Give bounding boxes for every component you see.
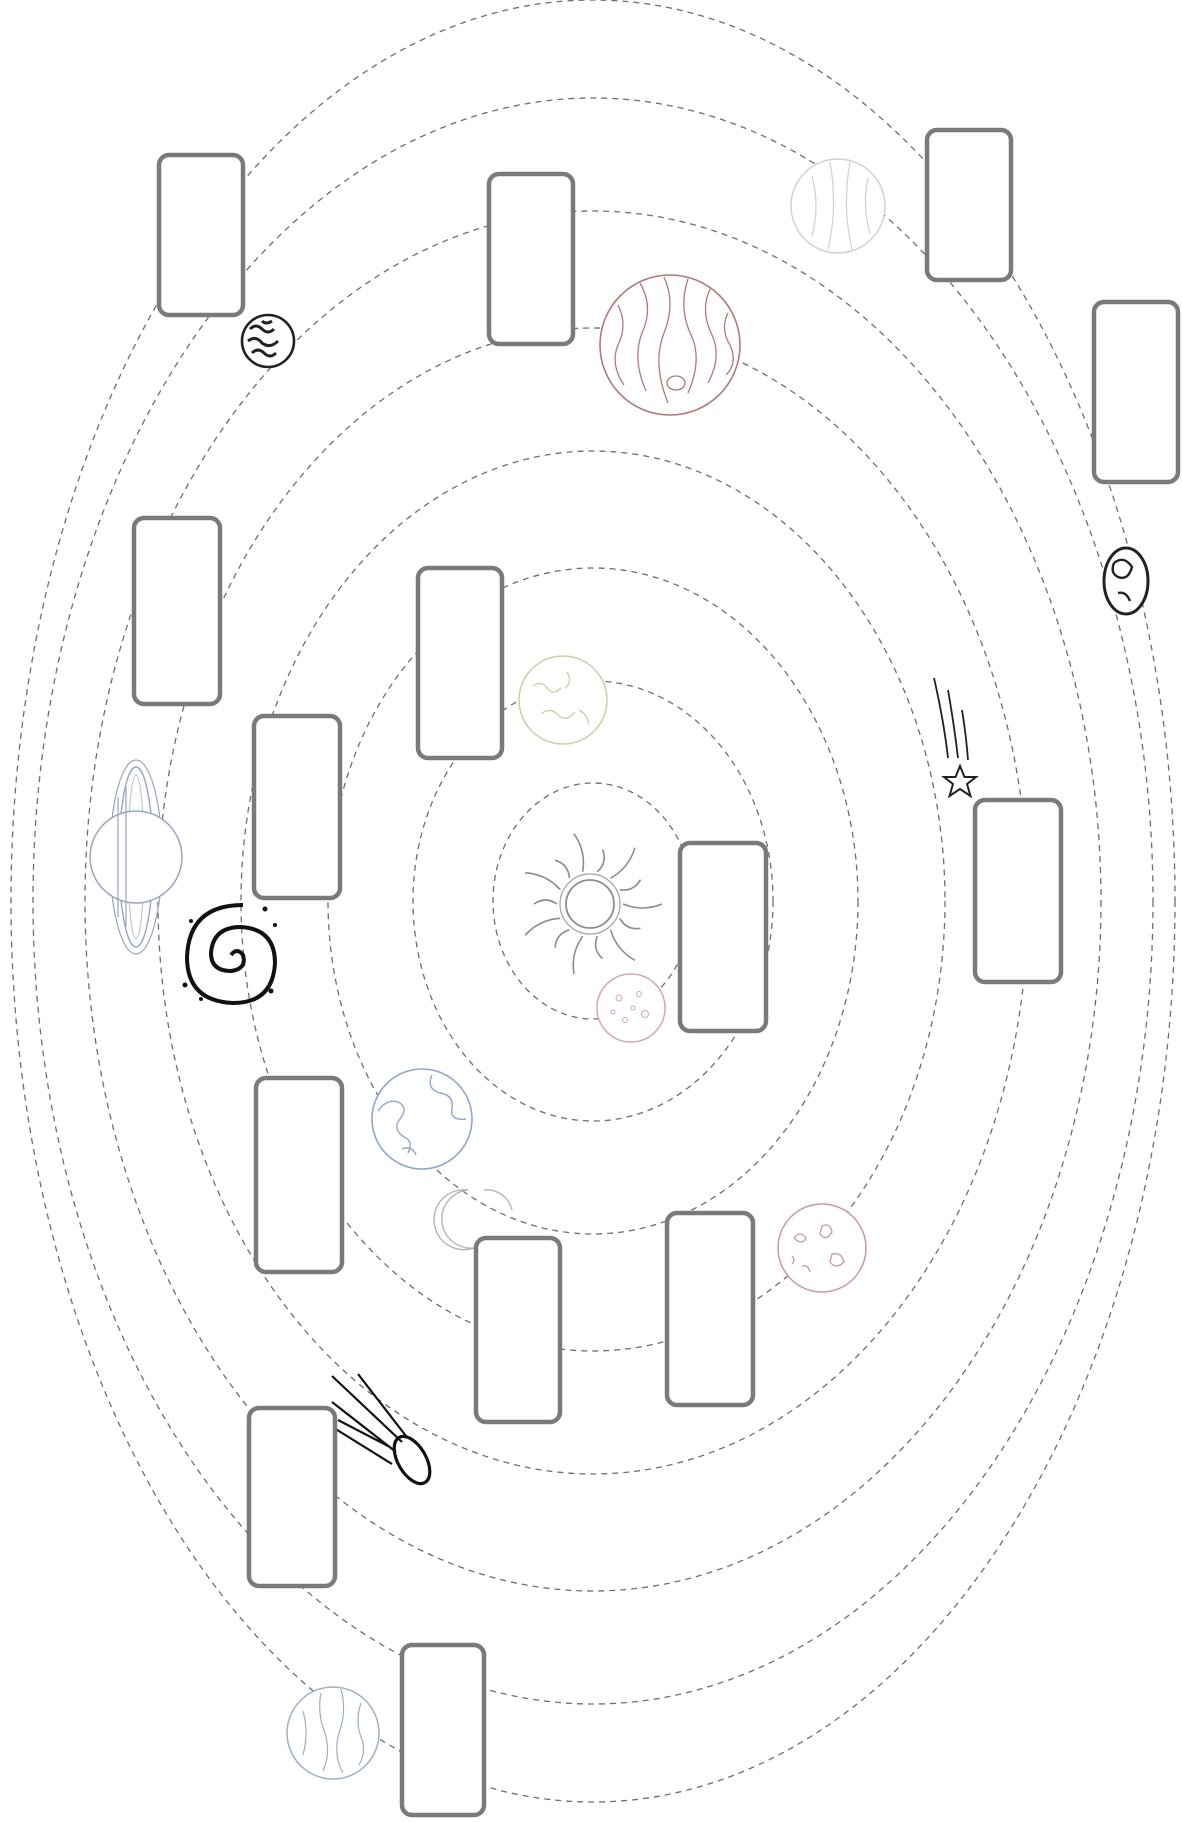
comet-icon <box>332 1374 437 1490</box>
sun-ray <box>611 848 635 879</box>
label-box[interactable] <box>254 716 340 898</box>
sun-ray <box>525 918 560 935</box>
label-box[interactable] <box>1094 302 1178 482</box>
sun-ray <box>611 930 635 961</box>
earth-icon <box>372 1069 472 1169</box>
sun-icon <box>525 834 662 974</box>
label-box[interactable] <box>256 1078 342 1272</box>
sun-ray <box>574 834 583 872</box>
label-box[interactable] <box>134 518 220 704</box>
galaxy-icon <box>183 905 278 1003</box>
label-box[interactable] <box>159 155 243 315</box>
venus-icon <box>519 656 607 744</box>
neptune-icon <box>287 1687 379 1779</box>
sun-ray <box>573 936 582 974</box>
label-box[interactable] <box>680 843 766 1031</box>
saturn-icon <box>90 760 182 954</box>
sun-ray <box>620 880 641 890</box>
sun-ray <box>597 849 604 871</box>
label-box[interactable] <box>667 1213 753 1405</box>
sun-ray <box>555 860 569 878</box>
mercury-icon <box>597 974 665 1042</box>
sun-ray <box>555 930 569 948</box>
label-box[interactable] <box>249 1408 335 1586</box>
uranus-icon <box>791 159 885 253</box>
label-box[interactable] <box>402 1645 484 1815</box>
shooting-star-icon <box>934 678 976 796</box>
mars-icon <box>778 1204 866 1292</box>
jupiter-icon <box>600 275 740 415</box>
label-box[interactable] <box>489 174 573 344</box>
sun-ray <box>596 936 603 958</box>
label-box[interactable] <box>476 1238 560 1422</box>
small-planet-icon <box>242 315 294 367</box>
sun-ray <box>623 904 662 908</box>
sun-ray <box>525 873 560 890</box>
dwarf-planet-icon <box>1104 548 1148 614</box>
label-box[interactable] <box>927 130 1011 280</box>
label-box[interactable] <box>418 568 502 758</box>
sun-ray <box>534 900 557 904</box>
sun-ray <box>620 918 641 928</box>
label-box[interactable] <box>975 800 1061 982</box>
